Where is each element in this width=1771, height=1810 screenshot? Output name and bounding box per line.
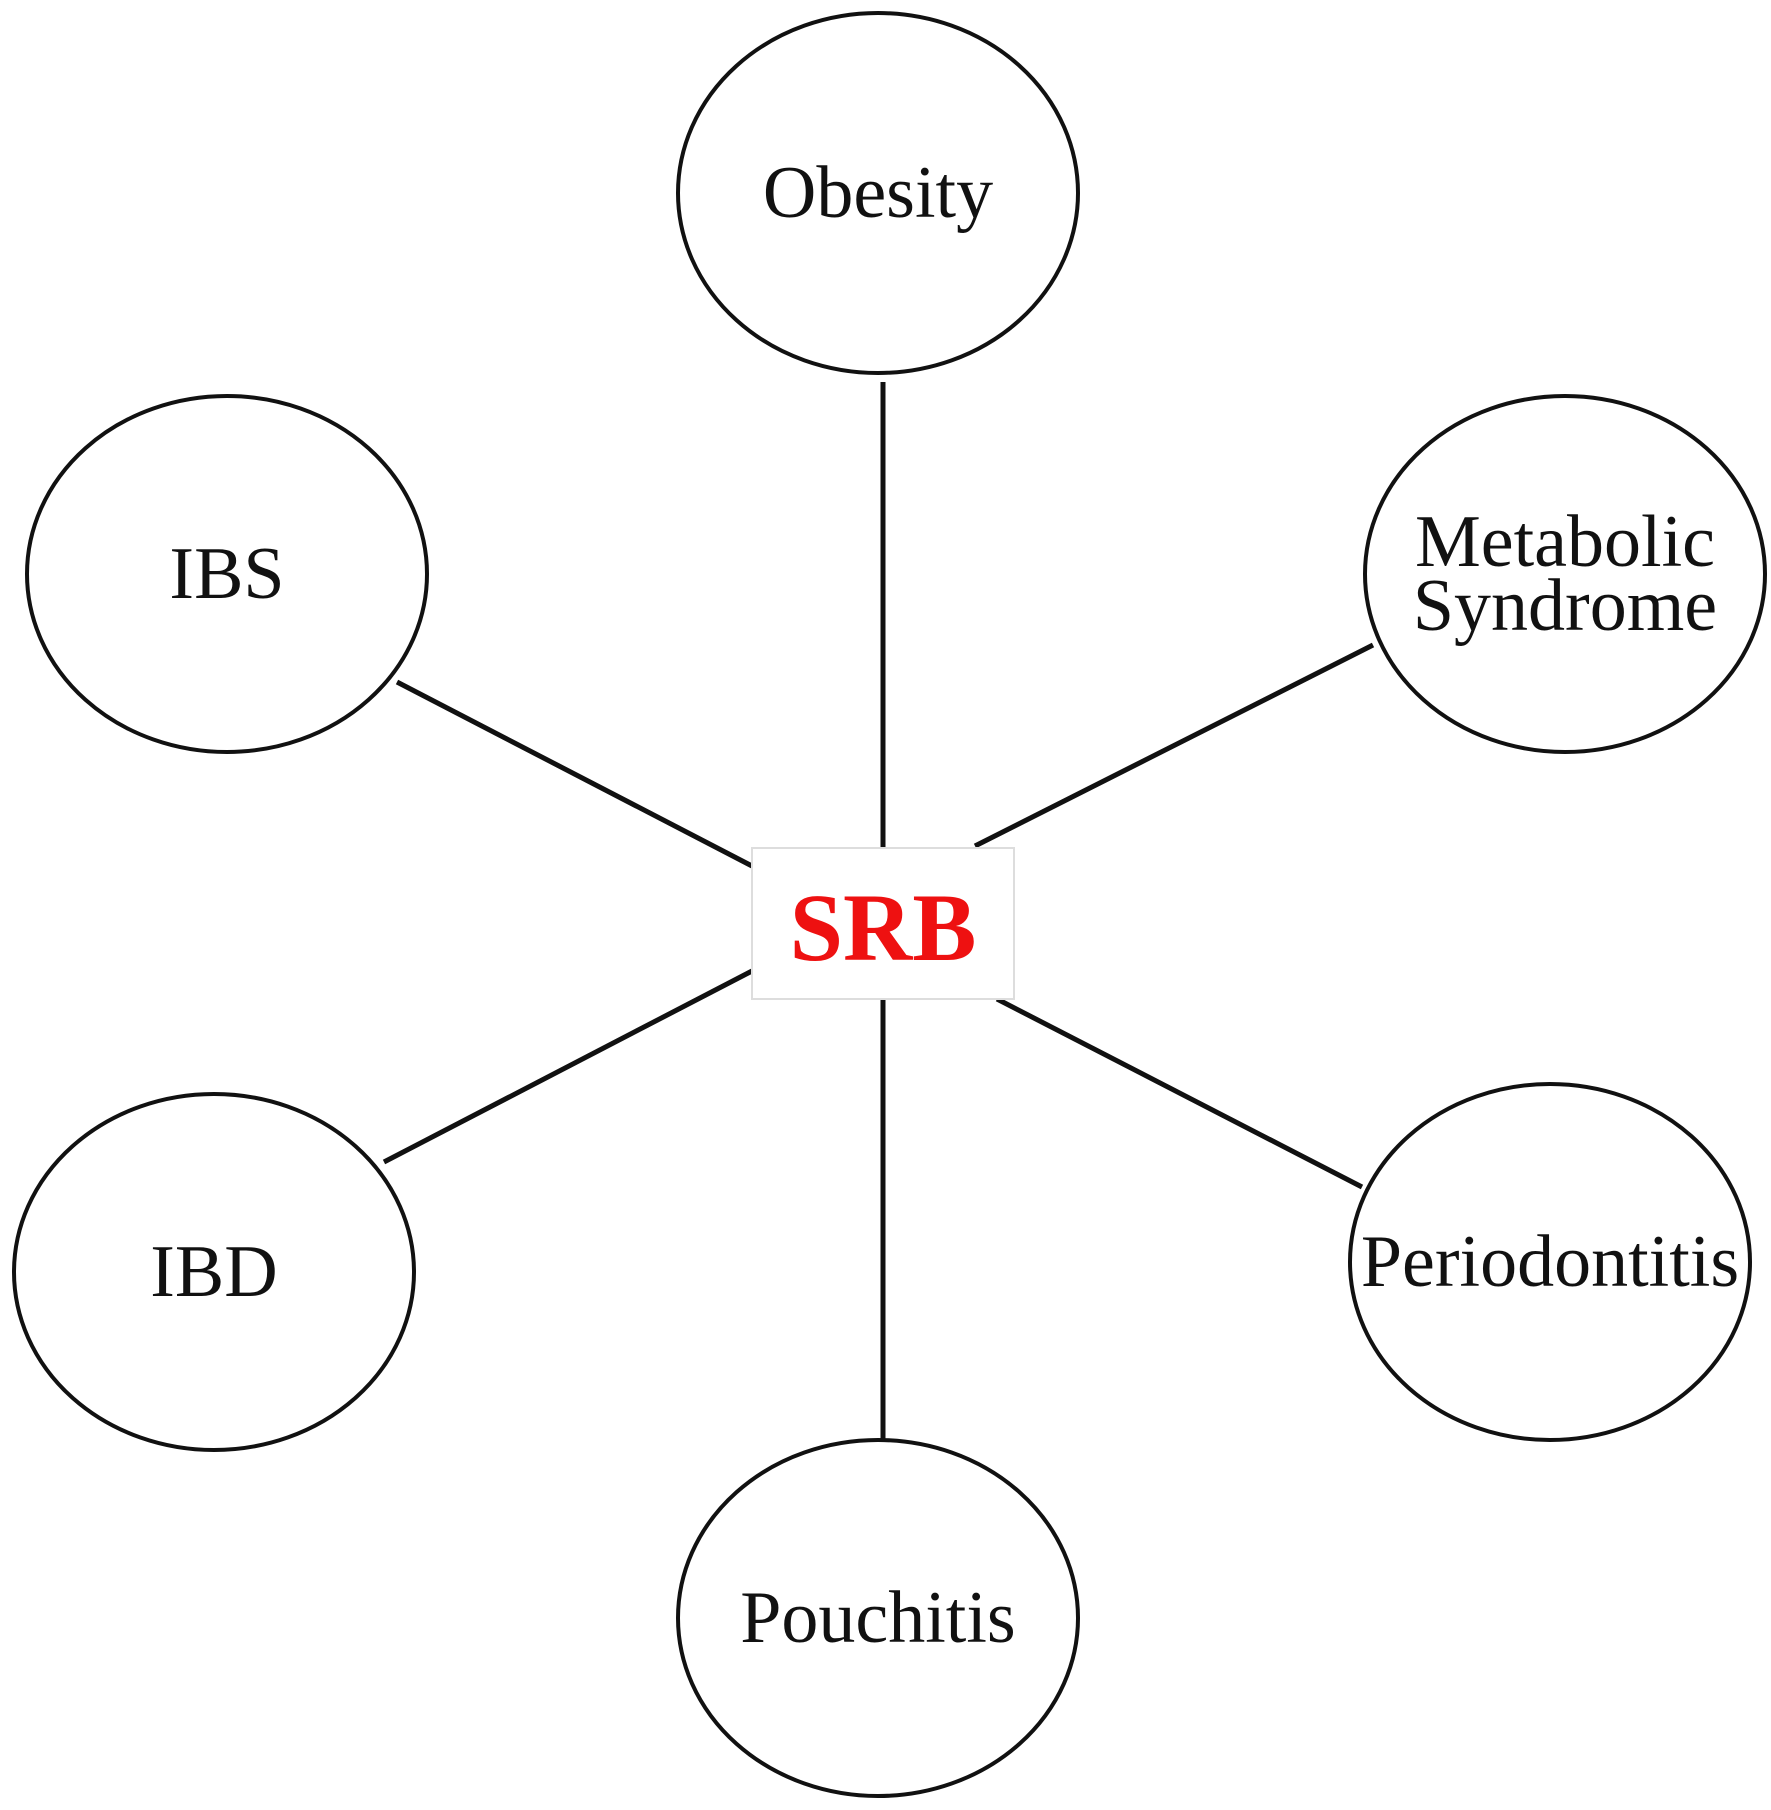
node-label-periodontitis: Periodontitis (1361, 1221, 1739, 1303)
node-label-ibd: IBD (150, 1231, 277, 1313)
node-pouchitis: Pouchitis (676, 1438, 1080, 1798)
edge-periodontitis (995, 996, 1364, 1190)
node-label-metabolic-syndrome-line2: Syndrome (1413, 565, 1717, 647)
node-ellipse-obesity (676, 11, 1080, 375)
edges-layer (382, 382, 1375, 1442)
node-label-pouchitis: Pouchitis (740, 1577, 1015, 1659)
center-layer: SRB (751, 847, 1015, 1000)
edge-ibs (395, 679, 754, 869)
node-label-metabolic-syndrome-line1: Metabolic (1415, 501, 1715, 583)
edge-ibd (382, 968, 754, 1165)
center-label: SRB (790, 874, 977, 981)
node-ellipse-ibd (12, 1092, 416, 1452)
node-ellipse-metabolic-syndrome (1363, 394, 1767, 754)
nodes-layer: ObesityMetabolicSyndromePeriodontitisPou… (12, 11, 1767, 1798)
node-ellipse-pouchitis (676, 1438, 1080, 1798)
node-ibs: IBS (25, 394, 429, 754)
node-ellipse-periodontitis (1348, 1082, 1752, 1442)
node-periodontitis: Periodontitis (1348, 1082, 1752, 1442)
center-node: SRB (751, 847, 1015, 1000)
node-obesity: Obesity (676, 11, 1080, 375)
edge-metabolic-syndrome (973, 642, 1375, 849)
node-label-obesity: Obesity (763, 152, 993, 234)
node-label-ibs: IBS (169, 533, 284, 615)
center-box (751, 847, 1015, 1000)
node-ellipse-ibs (25, 394, 429, 754)
node-ibd: IBD (12, 1092, 416, 1452)
